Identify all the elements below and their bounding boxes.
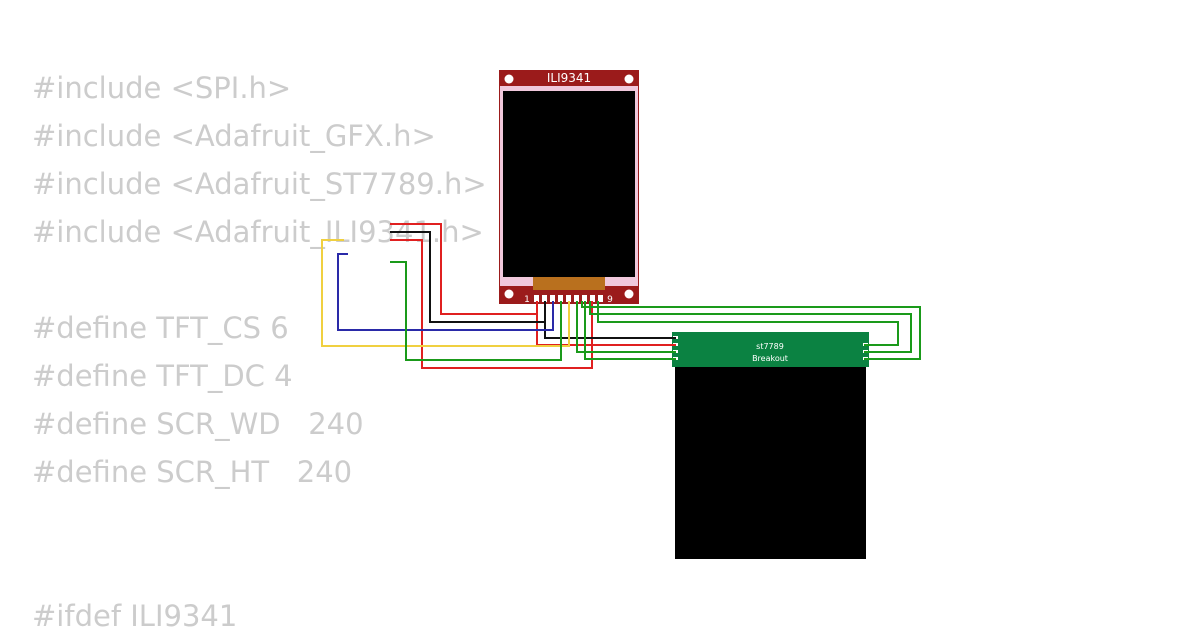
- st7789-module[interactable]: st7789 Breakout: [672, 332, 869, 559]
- ili9341-screen: [503, 91, 635, 277]
- ili9341-pin-header: [534, 295, 603, 302]
- mounting-hole-icon: [504, 74, 514, 84]
- wire-red[interactable]: [390, 239, 593, 369]
- pin-7[interactable]: [582, 295, 587, 302]
- code-line-4: #include <Adafruit_ILI9341.h>: [32, 215, 484, 249]
- pin-6[interactable]: [574, 295, 579, 302]
- pin-2[interactable]: [542, 295, 547, 302]
- pin-3[interactable]: [550, 295, 555, 302]
- st7789-board: [672, 332, 869, 367]
- code-line-3: #include <Adafruit_ST7789.h>: [32, 167, 487, 201]
- wire-yellow[interactable]: [321, 239, 570, 347]
- pin-8[interactable]: [590, 295, 595, 302]
- wire-blue[interactable]: [337, 253, 554, 331]
- mounting-hole-icon: [624, 74, 634, 84]
- pin-5[interactable]: [566, 295, 571, 302]
- wire-green[interactable]: [581, 301, 921, 360]
- ili9341-label: ILI9341: [547, 71, 591, 85]
- st7789-label-line1: st7789: [756, 342, 784, 351]
- wire-green[interactable]: [390, 261, 562, 361]
- code-line-9: #define SCR_HT 240: [32, 455, 353, 489]
- wire-green[interactable]: [589, 301, 912, 353]
- code-line-8: #define SCR_WD 240: [32, 407, 364, 441]
- code-line-12: #ifdef ILI9341: [32, 599, 238, 633]
- pin-1[interactable]: [534, 295, 539, 302]
- wire-green[interactable]: [576, 301, 676, 353]
- wire-green[interactable]: [597, 301, 899, 346]
- pin-4[interactable]: [558, 295, 563, 302]
- ili9341-pin-first-label: 1: [524, 295, 530, 305]
- mounting-hole-icon: [624, 289, 634, 299]
- wire-green[interactable]: [584, 301, 676, 360]
- code-line-1: #include <SPI.h>: [32, 71, 292, 105]
- code-line-7: #define TFT_DC 4: [32, 359, 293, 393]
- ili9341-pin-last-label: 9: [607, 295, 613, 305]
- wire-black[interactable]: [544, 301, 676, 339]
- wires: [321, 223, 921, 369]
- code-line-6: #define TFT_CS 6: [32, 311, 289, 345]
- code-line-2: #include <Adafruit_GFX.h>: [32, 119, 436, 153]
- st7789-screen: [675, 366, 866, 559]
- mounting-hole-icon: [504, 289, 514, 299]
- ili9341-module[interactable]: ILI9341 1 9: [499, 70, 639, 305]
- pin-9[interactable]: [598, 295, 603, 302]
- st7789-label-line2: Breakout: [752, 354, 788, 363]
- ili9341-ribbon-connector: [533, 277, 605, 290]
